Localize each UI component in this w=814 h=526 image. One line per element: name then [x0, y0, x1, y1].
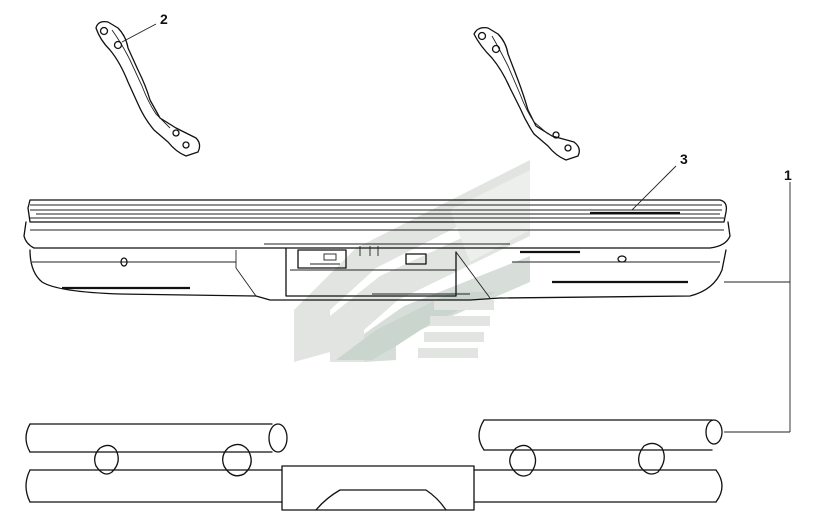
callout-1: 1 [784, 167, 792, 183]
callout-2: 2 [160, 11, 168, 27]
right-bracket [473, 26, 580, 161]
chevron-logo-watermark [294, 160, 530, 362]
left-bracket [95, 20, 201, 157]
leader-lines [121, 23, 791, 433]
bumper-main [23, 199, 731, 301]
lower-bar-assembly [25, 419, 723, 511]
callout-3: 3 [680, 151, 688, 167]
